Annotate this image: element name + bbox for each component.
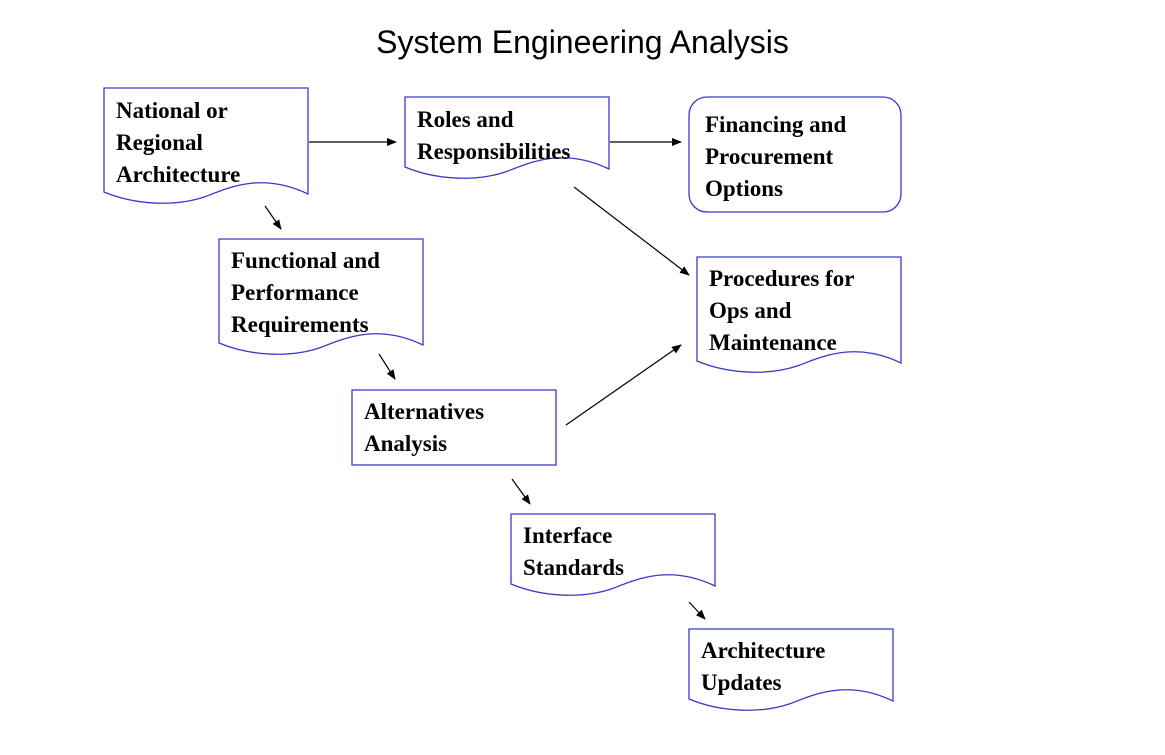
- node-financing-procurement-box: [688, 96, 902, 213]
- node-procedures-ops-maintenance-box: [696, 256, 902, 373]
- label-line: Financing and: [705, 112, 847, 137]
- node-roles-responsibilities-box: [404, 96, 610, 179]
- arrow-alternatives-analysis-to-interface-standards: [511, 478, 531, 505]
- label-line: Analysis: [364, 431, 448, 456]
- label-line: Performance: [231, 280, 359, 305]
- label-line: Responsibilities: [417, 139, 571, 164]
- label-line: Regional: [116, 130, 203, 155]
- label-line: Options: [705, 176, 783, 201]
- arrow-interface-standards-to-architecture-updates: [688, 601, 706, 620]
- node-functional-performance-requirements-box: [218, 238, 424, 355]
- label-line: Architecture: [116, 162, 241, 187]
- page-title: System Engineering Analysis: [376, 24, 789, 60]
- label-line: Ops and: [709, 298, 792, 323]
- label-line: Requirements: [231, 312, 369, 337]
- label-line: Updates: [701, 670, 782, 695]
- label-line: Procurement: [705, 144, 834, 169]
- label-line: Procedures for: [709, 266, 855, 291]
- node-national-regional-architecture-box: [103, 87, 309, 204]
- label-line: Roles and: [417, 107, 514, 132]
- arrow-national-regional-architecture-to-functional-performance-requirements: [264, 205, 282, 230]
- arrow-roles-responsibilities-to-procedures-ops-maintenance: [573, 186, 690, 276]
- label-line: National or: [116, 98, 228, 123]
- label-line: Interface: [523, 523, 613, 548]
- label-line: Functional and: [231, 248, 380, 273]
- node-alternatives-analysis-box: [351, 389, 557, 466]
- arrow-alternatives-analysis-to-procedures-ops-maintenance: [565, 344, 682, 426]
- label-line: Standards: [523, 555, 624, 580]
- node-interface-standards-box: [510, 513, 716, 596]
- arrow-functional-performance-requirements-to-alternatives-analysis: [378, 353, 396, 380]
- label-line: Alternatives: [364, 399, 485, 424]
- label-line: Architecture: [701, 638, 826, 663]
- node-architecture-updates-box: [688, 628, 894, 711]
- label-line: Maintenance: [709, 330, 837, 355]
